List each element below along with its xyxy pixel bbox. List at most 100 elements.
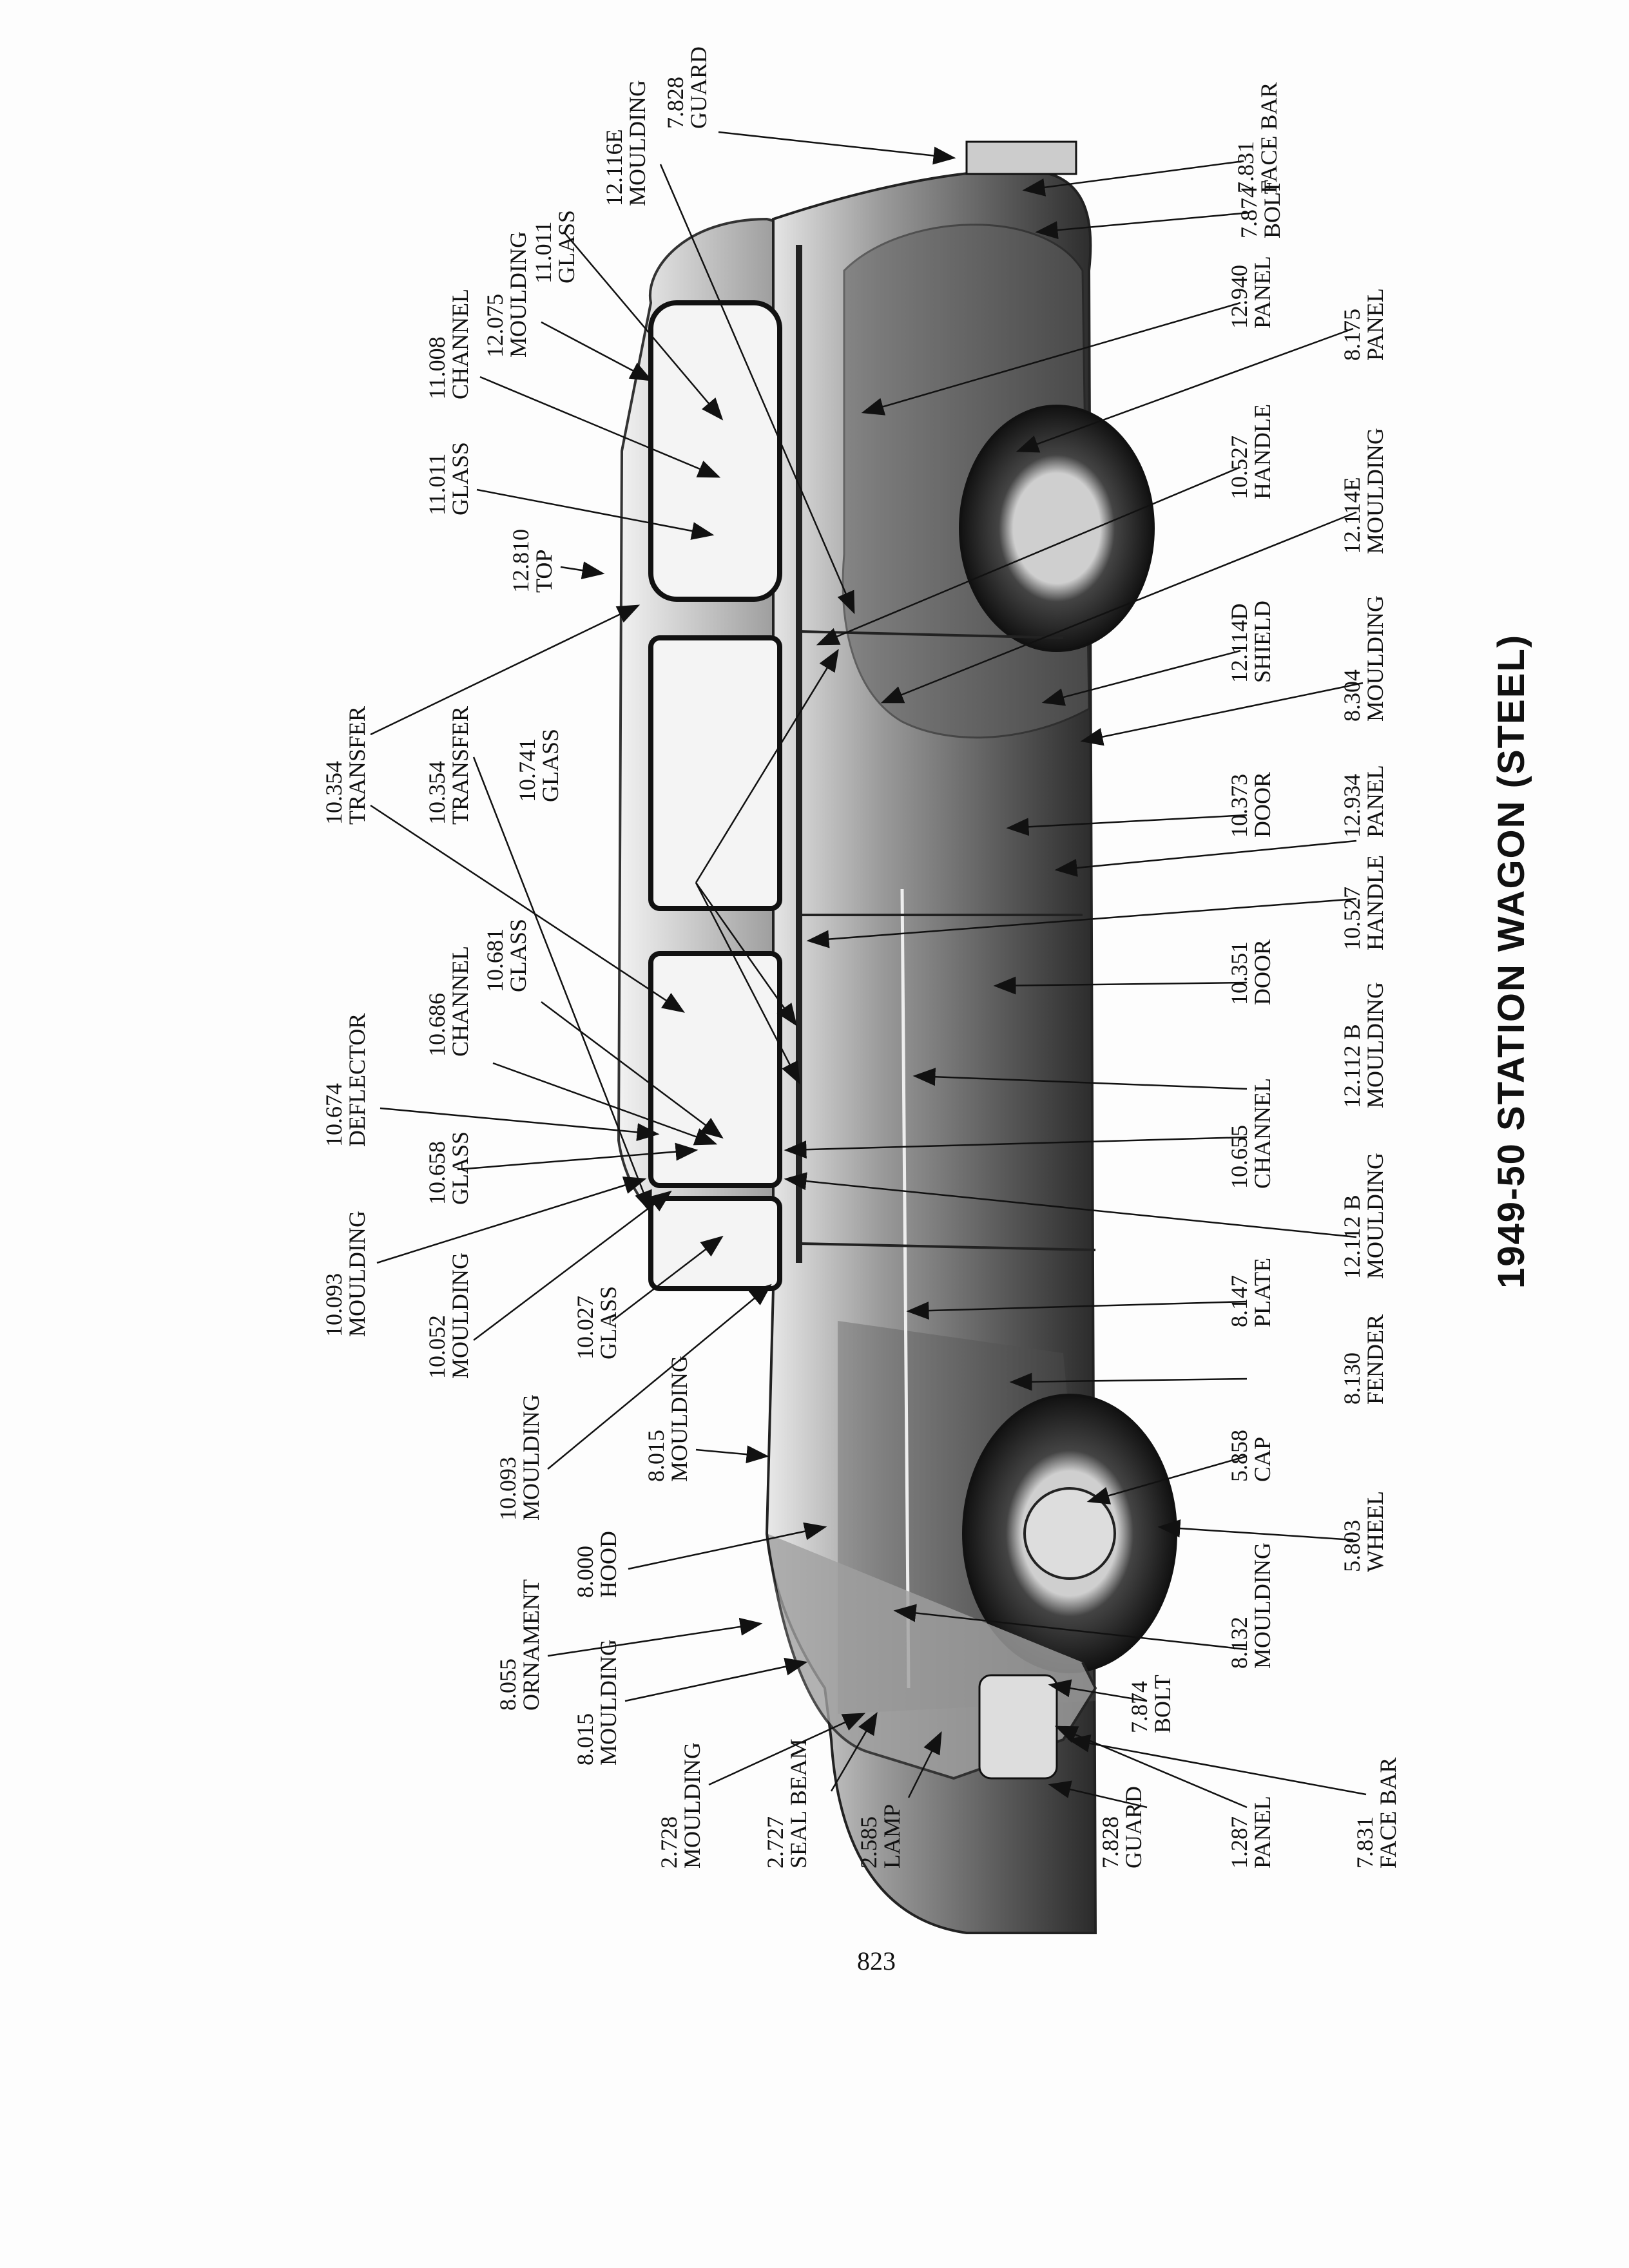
svg-text:2.585: 2.585	[856, 1816, 882, 1869]
label-p11: 10.527 HANDLE	[1226, 404, 1275, 499]
svg-text:DEFLECTOR: DEFLECTOR	[344, 1014, 370, 1147]
svg-text:7.874: 7.874	[1126, 1681, 1152, 1733]
svg-text:MOULDING: MOULDING	[447, 1253, 473, 1379]
svg-text:GLASS: GLASS	[554, 210, 579, 284]
page-title: 1949-50 STATION WAGON (STEEL)	[1490, 633, 1532, 1289]
label-p45: 2.727 SEAL BEAM	[762, 1738, 811, 1869]
svg-text:10.373: 10.373	[1226, 774, 1252, 838]
svg-text:10.527: 10.527	[1226, 436, 1252, 499]
svg-text:WHEEL: WHEEL	[1362, 1491, 1388, 1572]
label-p48: 1.287 PANEL	[1226, 1796, 1275, 1869]
svg-text:CHANNEL: CHANNEL	[1249, 1078, 1275, 1189]
svg-text:GLASS: GLASS	[505, 919, 531, 992]
svg-text:7.828: 7.828	[1097, 1816, 1123, 1869]
svg-text:10.354: 10.354	[321, 761, 347, 825]
label-p24: 10.351 DOOR	[1226, 939, 1275, 1005]
label-p26: 12.112 B MOULDING	[1339, 982, 1388, 1108]
svg-text:7.828: 7.828	[662, 77, 688, 129]
svg-text:12.934: 12.934	[1339, 774, 1365, 838]
windows	[648, 300, 782, 1291]
svg-text:FENDER: FENDER	[1362, 1314, 1388, 1405]
svg-text:10.354: 10.354	[424, 761, 450, 825]
label-p22: 10.681 GLASS	[482, 919, 531, 992]
label-p20: 12.934 PANEL	[1339, 765, 1388, 838]
svg-text:11.011: 11.011	[424, 454, 450, 515]
leader-lines	[370, 131, 1367, 1809]
svg-text:DOOR: DOOR	[1249, 772, 1275, 838]
label-p39: 8.000 HOOD	[572, 1531, 621, 1598]
label-p41: 8.132 MOULDING	[1226, 1542, 1275, 1669]
hub-cap	[1023, 1487, 1116, 1580]
svg-text:10.658: 10.658	[424, 1141, 450, 1205]
svg-text:TRANSFER: TRANSFER	[344, 706, 370, 825]
front-bumper	[978, 1674, 1058, 1780]
label-p46: 2.585 LAMP	[856, 1804, 905, 1869]
label-p8: 11.008 CHANNEL	[424, 289, 473, 399]
svg-text:MOULDING: MOULDING	[1362, 595, 1388, 722]
svg-text:DOOR: DOOR	[1249, 939, 1275, 1005]
label-p42: 8.015 MOULDING	[572, 1639, 621, 1765]
part-number: 12.116E	[601, 129, 627, 206]
label-p7: 12.940 PANEL	[1226, 256, 1275, 329]
label-p10: 11.011 GLASS	[424, 442, 473, 515]
svg-text:2.727: 2.727	[762, 1816, 788, 1869]
label-p34: 8.130 FENDER	[1339, 1314, 1388, 1405]
svg-text:MOULDING: MOULDING	[595, 1639, 621, 1765]
svg-text:PANEL: PANEL	[1249, 1796, 1275, 1869]
svg-text:11.008: 11.008	[424, 336, 450, 399]
svg-text:MOULDING: MOULDING	[1249, 1542, 1275, 1669]
label-p5: 7.874 BOLT	[1236, 180, 1285, 238]
svg-text:8.015: 8.015	[643, 1430, 669, 1482]
svg-text:12.114E: 12.114E	[1339, 477, 1365, 554]
label-p27: 10.655 CHANNEL	[1226, 1078, 1275, 1189]
label-p40: 8.055 ORNAMENT	[495, 1579, 544, 1711]
svg-text:MOULDING: MOULDING	[505, 231, 531, 358]
svg-text:10.686: 10.686	[424, 993, 450, 1057]
svg-text:ORNAMENT: ORNAMENT	[518, 1579, 544, 1711]
label-p16: 10.354 TRANSFER	[321, 706, 370, 825]
label-p35: 10.093 MOULDING	[495, 1394, 544, 1521]
svg-text:8.055: 8.055	[495, 1658, 521, 1711]
svg-text:MOULDING: MOULDING	[344, 1211, 370, 1337]
label-p33: 8.147 PLATE	[1226, 1258, 1275, 1327]
svg-text:MOULDING: MOULDING	[1362, 982, 1388, 1108]
svg-text:7.831: 7.831	[1233, 141, 1258, 193]
car-illustration	[617, 140, 1177, 1934]
svg-text:MOULDING: MOULDING	[1362, 1153, 1388, 1279]
svg-text:FACE BAR: FACE BAR	[1375, 1758, 1401, 1869]
svg-text:GLASS: GLASS	[537, 729, 563, 802]
svg-text:8.132: 8.132	[1226, 1617, 1252, 1669]
label-p31: 10.052 MOULDING	[424, 1253, 473, 1379]
label-p43: 7.874 BOLT	[1126, 1675, 1175, 1733]
svg-text:HANDLE: HANDLE	[1249, 404, 1275, 499]
part-name: MOULDING	[624, 80, 650, 206]
label-p37: 5.858 CAP	[1226, 1430, 1275, 1482]
svg-text:10.674: 10.674	[321, 1083, 347, 1147]
svg-text:12.112 B: 12.112 B	[1339, 1024, 1365, 1108]
svg-text:11.011: 11.011	[530, 222, 556, 284]
svg-text:8.015: 8.015	[572, 1713, 598, 1765]
svg-text:MOULDING: MOULDING	[1362, 428, 1388, 554]
door-seams	[798, 630, 1096, 1251]
label-p21: 10.527 HANDLE	[1339, 855, 1388, 950]
svg-text:GLASS: GLASS	[447, 1131, 473, 1205]
svg-text:PANEL: PANEL	[1249, 256, 1275, 329]
label-p4: 11.011 GLASS	[530, 210, 579, 284]
label-p49: 7.831 FACE BAR	[1352, 1758, 1401, 1869]
label-p32: 10.027 GLASS	[572, 1286, 621, 1360]
svg-text:10.093: 10.093	[321, 1273, 347, 1337]
page-number: 823	[857, 1946, 896, 1975]
svg-text:CHANNEL: CHANNEL	[447, 289, 473, 399]
label-p15: 8.304 MOULDING	[1339, 595, 1388, 722]
svg-text:10.027: 10.027	[572, 1296, 598, 1360]
svg-text:HANDLE: HANDLE	[1362, 855, 1388, 950]
label-p23: 10.686 CHANNEL	[424, 946, 473, 1057]
svg-text:12.810: 12.810	[508, 529, 534, 593]
label-p47: 7.828 GUARD	[1097, 1786, 1146, 1869]
svg-text:10.655: 10.655	[1226, 1125, 1252, 1189]
label-p9: 8.175 PANEL	[1339, 288, 1388, 361]
svg-text:SEAL BEAM: SEAL BEAM	[786, 1738, 811, 1869]
label-p36: 8.015 MOULDING	[643, 1356, 692, 1482]
svg-text:5.803: 5.803	[1339, 1520, 1365, 1572]
